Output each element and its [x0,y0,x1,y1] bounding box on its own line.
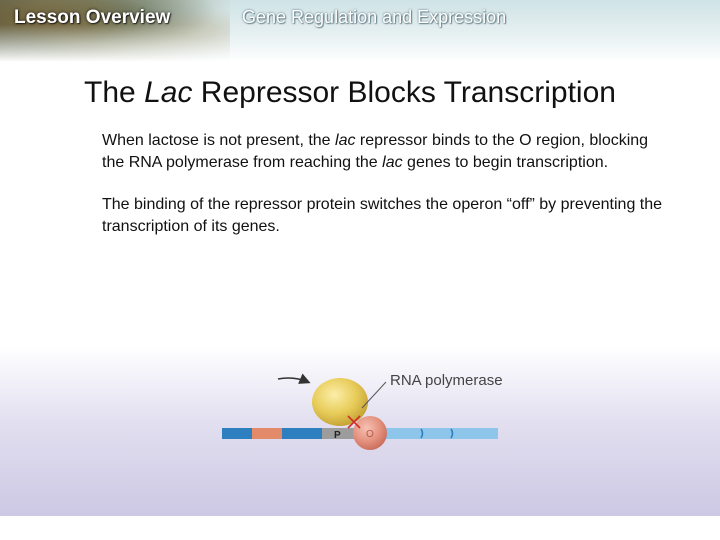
lesson-overview-label: Lesson Overview [14,7,171,28]
paragraph-1: When lactose is not present, the lac rep… [102,130,672,174]
operon-figure: P O RNA polymerase [0,346,720,516]
blocked-x-mark [347,415,361,429]
p1-text-c: genes to begin transcription. [402,154,609,171]
operator-label: O [366,429,374,440]
paragraph-2: The binding of the repressor protein swi… [102,196,663,235]
promoter-region [322,428,356,439]
dna-segment-dark [222,428,252,439]
topic-title: Gene Regulation and Expression [242,7,507,27]
p1-italic-b: lac [382,154,403,171]
p1-italic-a: lac [335,132,356,149]
slide-body: When lactose is not present, the lac rep… [102,130,672,258]
gene-divider-2 [450,428,454,439]
dna-segment-orange [252,428,282,439]
polymerase-leader-line [361,381,387,409]
dna-segment-dark-2 [282,428,322,439]
header-photo [0,0,230,62]
repressor-protein [353,416,387,450]
rna-polymerase [312,378,368,426]
rna-polymerase-label: RNA polymerase [390,372,503,389]
promoter-label: P [334,430,341,441]
p1-text-a: When lactose is not present, the [102,132,336,149]
approach-arrow [277,373,311,384]
slide-title: The Lac Repressor Blocks Transcription [0,76,700,110]
title-part-1: The [84,76,145,109]
p1-text-b: repressor binds to the O region, blockin… [102,132,649,171]
header-banner: Lesson Overview Gene Regulation and Expr… [0,0,720,62]
title-italic: Lac [144,76,193,109]
title-part-2: Repressor Blocks Transcription [192,76,616,109]
operon-diagram: P O RNA polymerase [222,372,503,450]
lac-genes-region [386,428,498,439]
gene-divider-1 [420,428,424,439]
